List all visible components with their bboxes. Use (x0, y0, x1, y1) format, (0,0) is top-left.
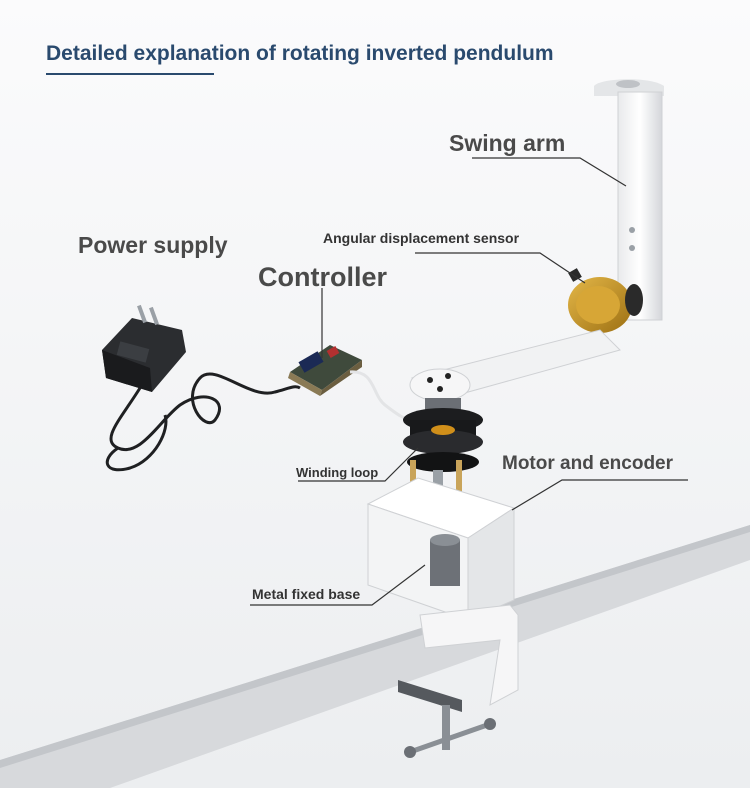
leader-lines (250, 157, 688, 606)
title-underline (46, 73, 214, 75)
power-cable-loop (105, 414, 168, 472)
label-metal-base: Metal fixed base (252, 586, 361, 602)
metal-base (366, 477, 519, 758)
swing-arm-horizontal (409, 329, 621, 403)
winding-loop (403, 398, 483, 472)
label-controller: Controller (258, 262, 388, 292)
controller-board (288, 345, 362, 396)
label-swing-arm: Swing arm (449, 130, 566, 156)
angular-sensor (568, 268, 643, 333)
leader-winding-loop (298, 447, 419, 482)
page-title: Detailed explanation of rotating inverte… (46, 42, 554, 65)
swing-arm-vertical (594, 79, 664, 321)
leader-swing-arm (472, 157, 627, 187)
power-adapter (102, 304, 186, 392)
leader-motor (511, 479, 688, 511)
label-motor-encoder: Motor and encoder (502, 453, 674, 474)
leader-metal-base (250, 564, 426, 606)
label-power-supply: Power supply (78, 232, 228, 258)
table-edge (0, 525, 750, 768)
leader-angular-sensor (415, 252, 586, 284)
label-winding-loop: Winding loop (296, 465, 379, 480)
label-angular-sensor: Angular displacement sensor (323, 230, 520, 246)
